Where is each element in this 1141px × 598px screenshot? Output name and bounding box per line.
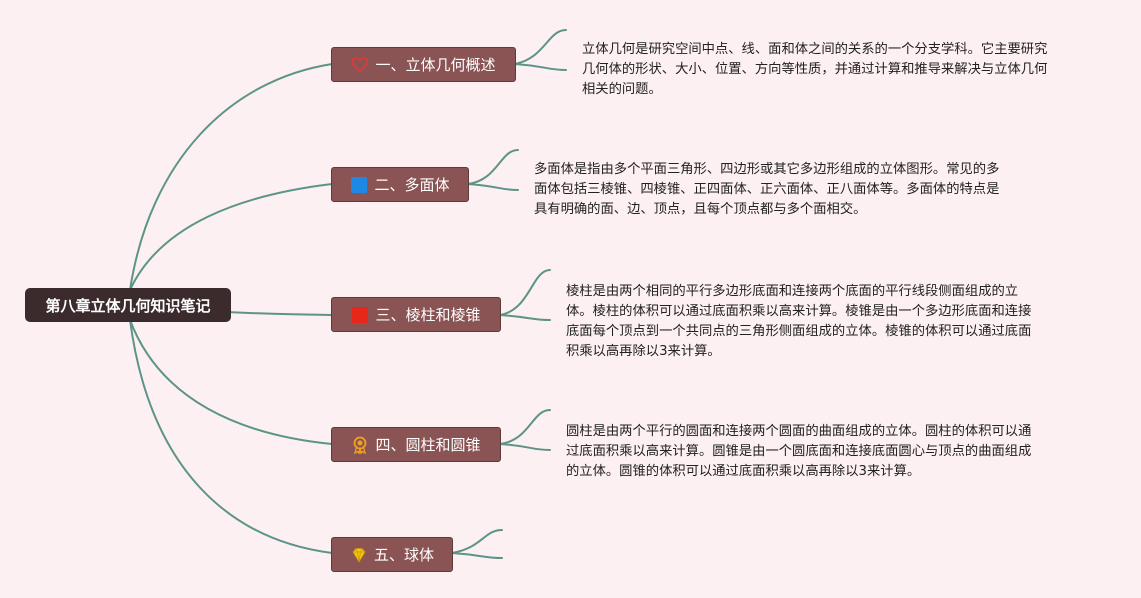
link-root-branch-2 xyxy=(129,183,333,291)
blue-square-icon xyxy=(350,176,368,194)
link-root-branch-1 xyxy=(129,63,333,291)
branch-label-2: 二、多面体 xyxy=(374,176,450,194)
award-ribbon-icon xyxy=(351,436,369,455)
branch-node-2[interactable]: 二、多面体 xyxy=(331,167,469,202)
note-branch-3: 棱柱是由两个相同的平行多边形底面和连接两个底面的平行线段侧面组成的立 体。棱柱的… xyxy=(566,282,1031,362)
link-branch-4-note xyxy=(499,409,551,451)
note-line: 相关的问题。 xyxy=(582,82,662,97)
heart-outline-icon xyxy=(351,56,369,74)
note-line: 几何体的形状、大小、位置、方向等性质，并通过计算和推导来解决与立体几何 xyxy=(582,62,1048,77)
red-flag-icon xyxy=(351,306,369,324)
branch-label-3: 三、棱柱和棱锥 xyxy=(375,306,481,324)
branch-node-3[interactable]: 三、棱柱和棱锥 xyxy=(331,297,501,332)
note-line: 圆柱是由两个平行的圆面和连接两个圆面的曲面组成的立体。圆柱的体积可以通 xyxy=(566,424,1032,439)
note-branch-2: 多面体是指由多个平面三角形、四边形或其它多边形组成的立体图形。常见的多 面体包括… xyxy=(534,160,999,220)
branch-node-5[interactable]: 五、球体 xyxy=(331,537,453,572)
branch-node-4[interactable]: 四、圆柱和圆锥 xyxy=(331,427,501,462)
link-root-branch-4 xyxy=(129,319,333,445)
note-line: 积乘以高再除以3来计算。 xyxy=(566,344,721,359)
branch-label-5: 五、球体 xyxy=(373,546,434,564)
note-line: 过底面积乘以高来计算。圆锥是由一个圆底面和连接底面圆心与顶点的曲面组成 xyxy=(566,444,1032,459)
note-line: 立体几何是研究空间中点、线、面和体之间的关系的一个分支学科。它主要研究 xyxy=(582,42,1048,57)
note-line: 的立体。圆锥的体积可以通过底面积乘以高再除以3来计算。 xyxy=(566,464,921,479)
note-line: 具有明确的面、边、顶点，且每个顶点都与多个面相交。 xyxy=(534,202,867,217)
link-branch-3-note xyxy=(499,269,551,321)
note-branch-1: 立体几何是研究空间中点、线、面和体之间的关系的一个分支学科。它主要研究 几何体的… xyxy=(582,40,1047,100)
link-branch-5-stub xyxy=(451,529,503,559)
diamond-icon xyxy=(350,546,368,564)
note-line: 底面每个顶点到一个共同点的三角形侧面组成的立体。棱锥的体积可以通过底面 xyxy=(566,324,1032,339)
note-line: 面体包括三棱锥、四棱锥、正四面体、正六面体、正八面体等。多面体的特点是 xyxy=(534,182,1000,197)
link-root-branch-5 xyxy=(129,319,333,554)
branch-label-1: 一、立体几何概述 xyxy=(375,56,496,74)
note-line: 体。棱柱的体积可以通过底面积乘以高来计算。棱锥是由一个多边形底面和连接 xyxy=(566,304,1032,319)
root-node[interactable]: 第八章立体几何知识笔记 xyxy=(25,288,231,322)
note-line: 棱柱是由两个相同的平行多边形底面和连接两个底面的平行线段侧面组成的立 xyxy=(566,284,1019,299)
link-branch-1-note xyxy=(514,29,567,71)
branch-node-1[interactable]: 一、立体几何概述 xyxy=(331,47,516,82)
link-branch-2-note xyxy=(467,149,519,191)
root-label: 第八章立体几何知识笔记 xyxy=(45,296,211,315)
note-line: 多面体是指由多个平面三角形、四边形或其它多边形组成的立体图形。常见的多 xyxy=(534,162,1000,177)
branch-label-4: 四、圆柱和圆锥 xyxy=(375,436,481,454)
note-branch-4: 圆柱是由两个平行的圆面和连接两个圆面的曲面组成的立体。圆柱的体积可以通 过底面积… xyxy=(566,422,1031,482)
